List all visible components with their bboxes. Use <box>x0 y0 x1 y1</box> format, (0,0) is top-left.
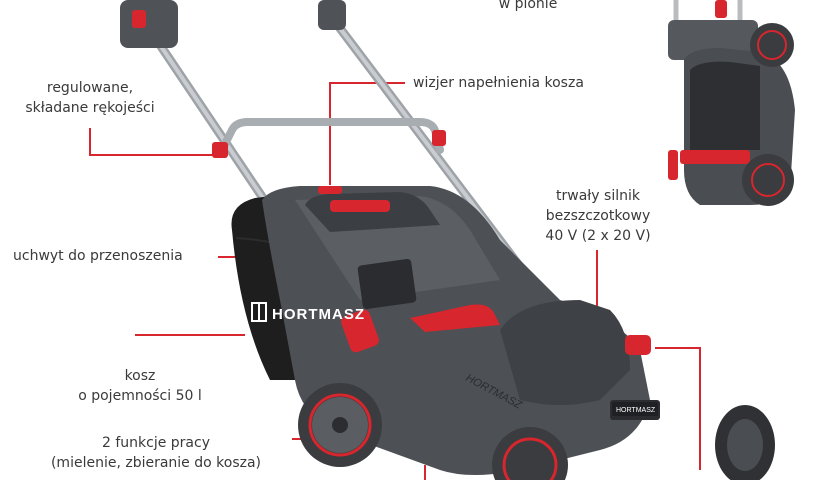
label-handles: regulowane, składane rękojeści <box>10 78 170 118</box>
svg-text:HORTMASZ: HORTMASZ <box>616 407 656 414</box>
label-basket-line2: o pojemności 50 l <box>78 388 202 404</box>
rear-left-wheel <box>492 427 568 480</box>
rear-right-wheel <box>715 405 775 480</box>
label-functions: 2 funkcje pracy (mielenie, zbieranie do … <box>20 433 292 473</box>
brand-badge: HORTMASZ <box>612 402 658 416</box>
label-motor-line3: 40 V (2 x 20 V) <box>545 228 651 244</box>
label-basket-line1: kosz <box>124 368 156 384</box>
label-motor: trwały silnik bezszczotkowy 40 V (2 x 20… <box>518 186 678 246</box>
label-motor-line2: bezszczotkowy <box>545 208 651 224</box>
label-motor-line1: trwały silnik <box>556 188 640 204</box>
front-left-wheel <box>298 383 382 467</box>
label-top-partial: w pionie <box>498 0 558 12</box>
label-functions-line1: 2 funkcje pracy <box>102 435 210 451</box>
brand-logo: HORTMASZ <box>251 302 365 323</box>
leader-handles <box>89 128 218 156</box>
label-handles-line2: składane rękojeści <box>25 100 155 116</box>
svg-text:HORTMASZ: HORTMASZ <box>272 306 365 323</box>
label-handles-line1: regulowane, <box>46 80 134 96</box>
label-sight-window: wizjer napełnienia kosza <box>413 75 584 91</box>
label-basket: kosz o pojemności 50 l <box>55 366 225 406</box>
leader-right <box>655 347 701 470</box>
label-carry-handle: uchwyt do przenoszenia <box>13 248 183 264</box>
folded-mower-inset <box>668 0 795 206</box>
label-functions-line2: (mielenie, zbieranie do kosza) <box>50 455 262 471</box>
